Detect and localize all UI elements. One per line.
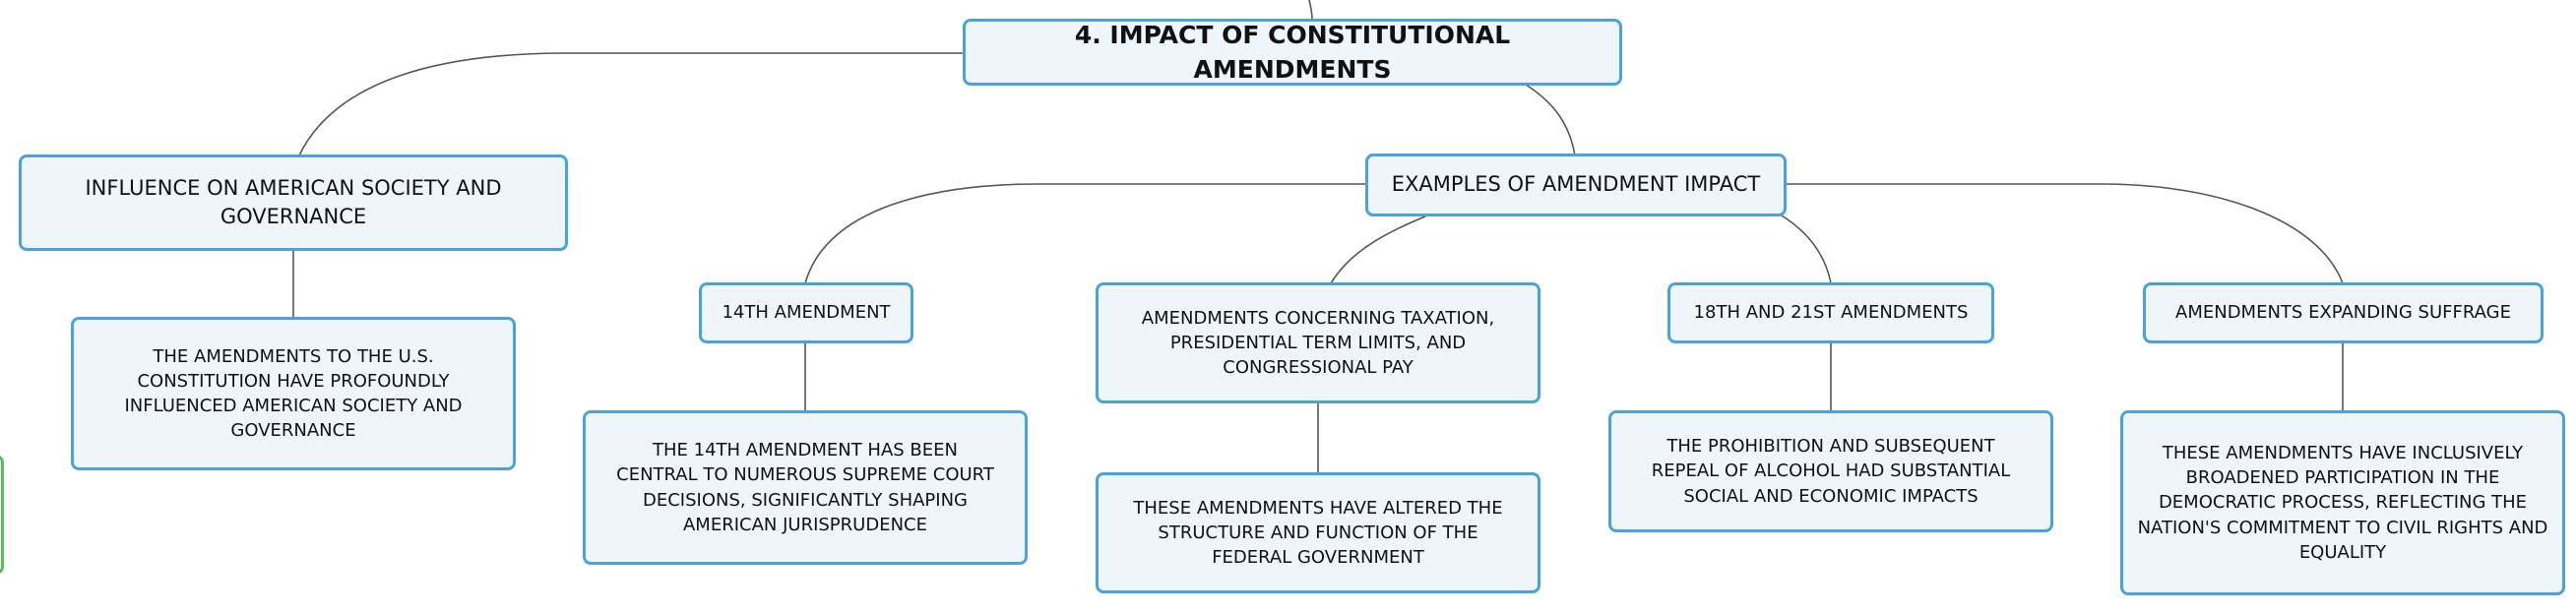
root-topic[interactable]: 4. IMPACT OF CONSTITUTIONAL AMENDMENTS	[963, 19, 1622, 86]
connector-parent-to-root	[1308, 0, 1313, 21]
connector-examples-to-18th21st	[1781, 215, 1832, 284]
detail-taxation-term-limits-pay[interactable]: THESE AMENDMENTS HAVE ALTERED THE STRUCT…	[1096, 472, 1540, 593]
detail-influence[interactable]: THE AMENDMENTS TO THE U.S. CONSTITUTION …	[71, 317, 516, 470]
topic-14th-amendment[interactable]: 14TH AMENDMENT	[699, 282, 913, 343]
connector-examples-to-taxation	[1330, 215, 1428, 284]
topic-examples[interactable]: EXAMPLES OF AMENDMENT IMPACT	[1365, 154, 1787, 216]
connector-examples-to-suffrage	[1784, 183, 2344, 284]
connector-root-to-influence	[297, 52, 965, 158]
connector-examples-to-14th	[804, 183, 1368, 284]
topic-influence[interactable]: INFLUENCE ON AMERICAN SOCIETY AND GOVERN…	[19, 154, 568, 251]
detail-expanding-suffrage[interactable]: THESE AMENDMENTS HAVE INCLUSIVELY BROADE…	[2120, 410, 2565, 595]
offscreen-node-edge	[0, 455, 4, 575]
connector-root-to-examples	[1525, 84, 1576, 156]
detail-14th-amendment[interactable]: THE 14TH AMENDMENT HAS BEEN CENTRAL TO N…	[583, 410, 1028, 565]
topic-taxation-term-limits-pay[interactable]: AMENDMENTS CONCERNING TAXATION, PRESIDEN…	[1096, 282, 1540, 403]
topic-18th-21st-amendments[interactable]: 18TH AND 21ST AMENDMENTS	[1667, 282, 1994, 343]
detail-18th-21st-amendments[interactable]: THE PROHIBITION AND SUBSEQUENT REPEAL OF…	[1608, 410, 2053, 532]
topic-expanding-suffrage[interactable]: AMENDMENTS EXPANDING SUFFRAGE	[2143, 282, 2544, 343]
